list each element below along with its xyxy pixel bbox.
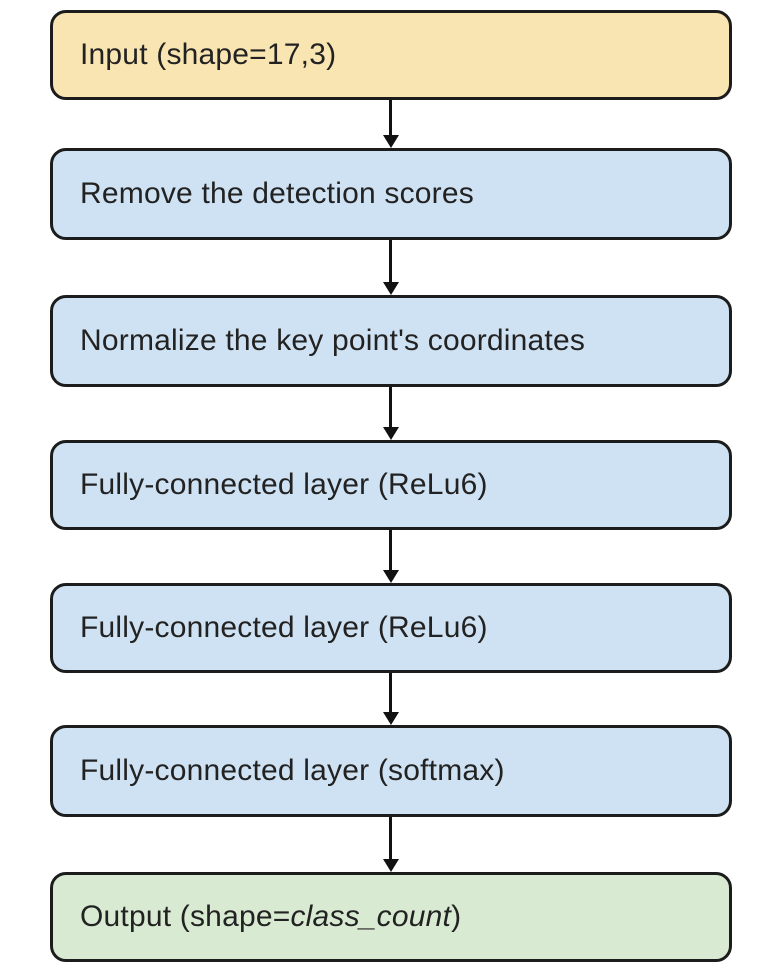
arrow-head-icon xyxy=(382,859,399,872)
node-output-label-suffix: ) xyxy=(451,900,462,933)
flow-arrow-1 xyxy=(382,100,399,148)
node-input: Input (shape=17,3) xyxy=(50,10,732,100)
node-output-label-prefix: Output (shape= xyxy=(80,900,291,933)
node-fc-relu6-2-label: Fully-connected layer (ReLu6) xyxy=(80,611,488,644)
flow-arrow-3 xyxy=(382,387,399,440)
node-fc-relu6-2: Fully-connected layer (ReLu6) xyxy=(50,583,732,673)
flow-arrow-4 xyxy=(382,530,399,583)
flow-arrow-5 xyxy=(382,673,399,725)
node-normalize-coordinates-label: Normalize the key point's coordinates xyxy=(80,324,586,357)
node-fc-softmax: Fully-connected layer (softmax) xyxy=(50,725,732,817)
node-fc-softmax-label: Fully-connected layer (softmax) xyxy=(80,754,505,787)
node-input-label: Input (shape=17,3) xyxy=(80,38,337,71)
arrow-line xyxy=(389,530,392,570)
arrow-line xyxy=(389,673,392,712)
arrow-head-icon xyxy=(382,427,399,440)
node-output-label: Output (shape=class_count) xyxy=(80,900,461,934)
arrow-line xyxy=(389,387,392,427)
arrow-line xyxy=(389,100,392,135)
node-remove-detection-scores-label: Remove the detection scores xyxy=(80,177,474,210)
arrow-head-icon xyxy=(382,135,399,148)
arrow-line xyxy=(389,817,392,859)
node-output-label-italic: class_count xyxy=(290,900,452,933)
arrow-head-icon xyxy=(382,712,399,725)
flow-arrow-2 xyxy=(382,240,399,295)
node-normalize-coordinates: Normalize the key point's coordinates xyxy=(50,295,732,387)
node-fc-relu6-1: Fully-connected layer (ReLu6) xyxy=(50,440,732,530)
node-output: Output (shape=class_count) xyxy=(50,872,732,962)
flow-arrow-6 xyxy=(382,817,399,872)
arrow-head-icon xyxy=(382,282,399,295)
node-remove-detection-scores: Remove the detection scores xyxy=(50,148,732,240)
node-fc-relu6-1-label: Fully-connected layer (ReLu6) xyxy=(80,468,488,501)
arrow-head-icon xyxy=(382,570,399,583)
arrow-line xyxy=(389,240,392,282)
